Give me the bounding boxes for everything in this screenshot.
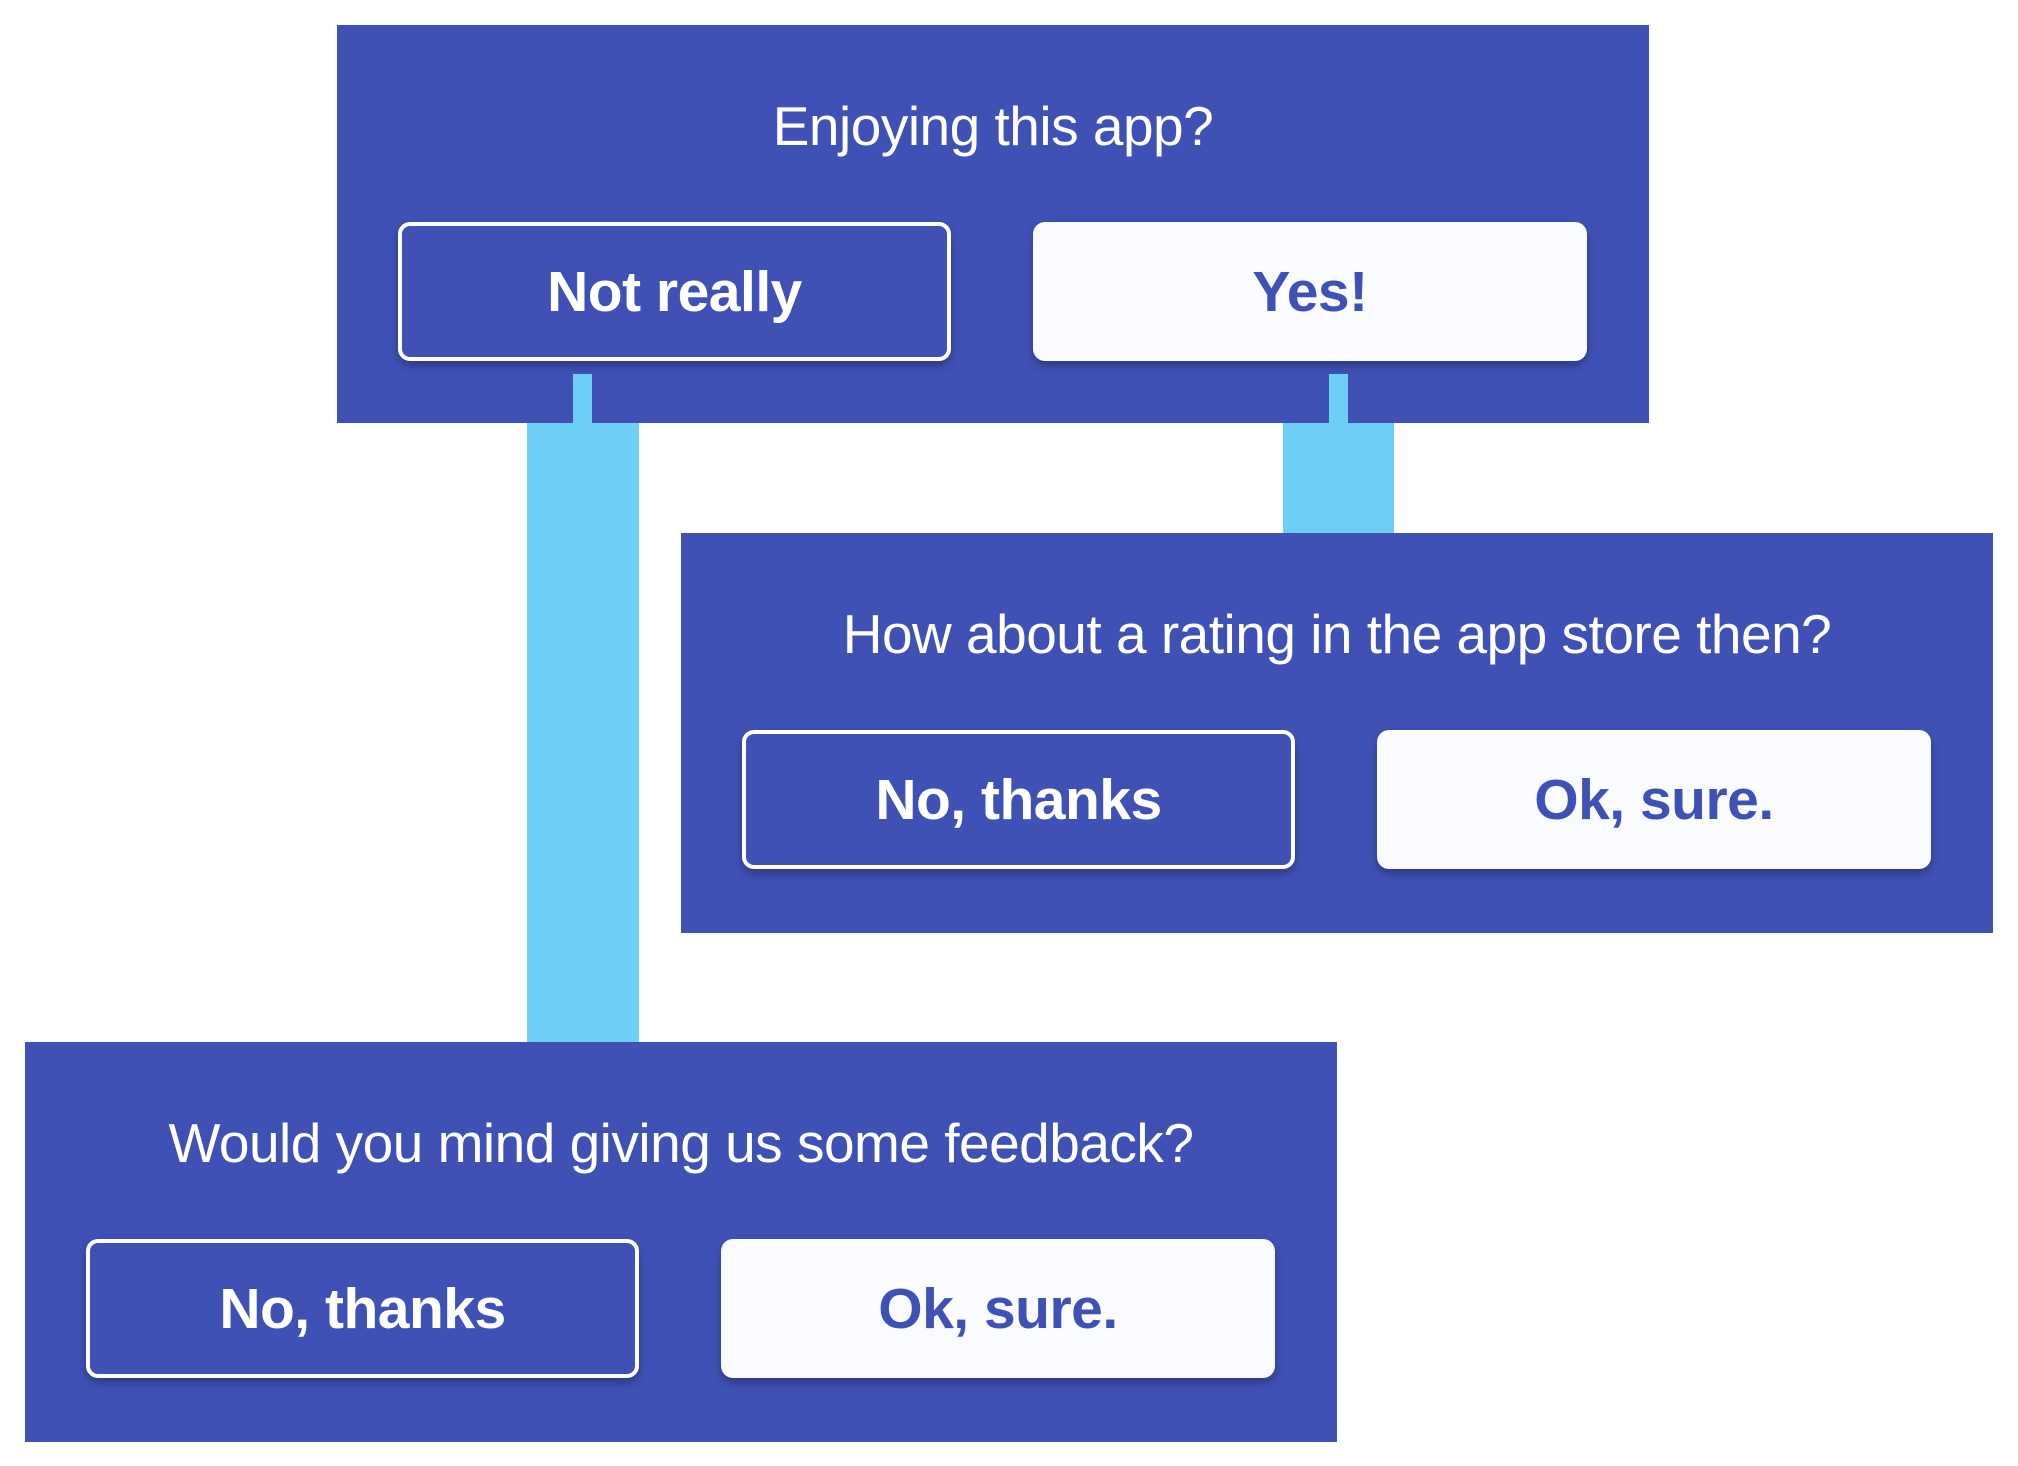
arrow-band	[1283, 423, 1394, 534]
no-thanks-button-rating[interactable]: No, thanks	[742, 730, 1295, 869]
question-text: Enjoying this app?	[772, 95, 1214, 157]
ok-sure-button-rating[interactable]: Ok, sure.	[1377, 730, 1931, 869]
arrow-stem	[1329, 374, 1348, 424]
panel-app-store-rating: How about a rating in the app store then…	[681, 533, 1993, 933]
no-thanks-button-feedback[interactable]: No, thanks	[86, 1239, 639, 1378]
panel-enjoying-app: Enjoying this app? Not really Yes!	[337, 25, 1649, 423]
question-text: How about a rating in the app store then…	[842, 603, 1832, 665]
arrow-band	[527, 423, 639, 1043]
arrow-stem	[573, 374, 592, 424]
ok-sure-button-feedback[interactable]: Ok, sure.	[721, 1239, 1275, 1378]
not-really-button[interactable]: Not really	[398, 222, 951, 361]
question-text: Would you mind giving us some feedback?	[168, 1112, 1194, 1174]
yes-button[interactable]: Yes!	[1033, 222, 1587, 361]
panel-feedback: Would you mind giving us some feedback? …	[25, 1042, 1337, 1442]
